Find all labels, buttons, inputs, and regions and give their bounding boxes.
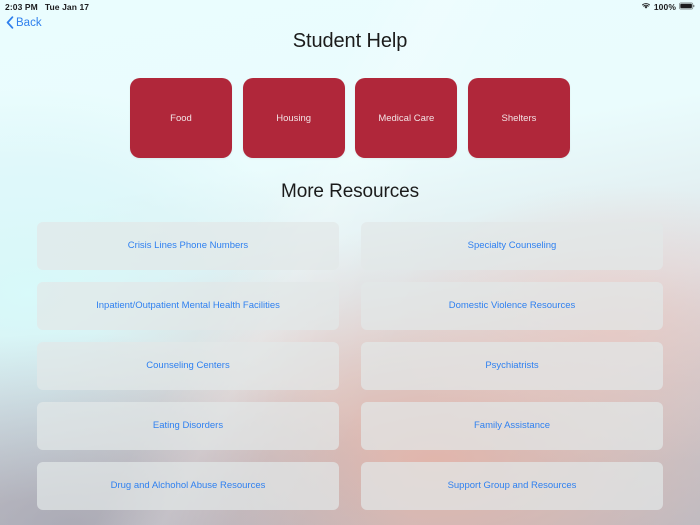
resource-card-label: Crisis Lines Phone Numbers xyxy=(127,240,249,252)
category-card-label: Housing xyxy=(276,112,312,124)
resource-card-specialty-counseling[interactable]: Specialty Counseling xyxy=(361,222,663,270)
category-card-housing[interactable]: Housing xyxy=(242,78,345,158)
category-card-food[interactable]: Food xyxy=(130,78,232,158)
category-card-medical-care[interactable]: Medical Care xyxy=(355,78,458,158)
status-bar: 2:03 PM Tue Jan 17 100% xyxy=(0,0,700,14)
section-title-more-resources: More Resources xyxy=(281,181,419,202)
wifi-icon xyxy=(641,2,651,12)
resource-card-label: Support Group and Resources xyxy=(447,480,577,492)
resource-card-label: Eating Disorders xyxy=(152,420,224,432)
battery-full-icon xyxy=(679,2,695,12)
resource-card-family-assistance[interactable]: Family Assistance xyxy=(361,402,663,450)
category-card-label: Medical Care xyxy=(378,112,435,124)
category-card-row: Food Housing Medical Care Shelters xyxy=(130,78,570,158)
battery-percent-label: 100% xyxy=(653,2,676,12)
resource-card-label: Family Assistance xyxy=(473,420,551,432)
resource-card-support-group-and-resources[interactable]: Support Group and Resources xyxy=(361,462,663,510)
resource-card-eating-disorders[interactable]: Eating Disorders xyxy=(37,402,339,450)
status-bar-right: 100% xyxy=(641,2,695,12)
resource-card-drug-and-alcohol-abuse-resources[interactable]: Drug and Alchohol Abuse Resources xyxy=(37,462,339,510)
resource-card-label: Domestic Violence Resources xyxy=(448,300,576,312)
resource-card-counseling-centers[interactable]: Counseling Centers xyxy=(37,342,339,390)
back-button[interactable]: Back xyxy=(6,16,42,33)
category-card-shelters[interactable]: Shelters xyxy=(467,78,570,158)
status-time: 2:03 PM xyxy=(5,2,38,12)
resource-card-inpatient-outpatient-mental-health-facilities[interactable]: Inpatient/Outpatient Mental Health Facil… xyxy=(37,282,339,330)
status-bar-left: 2:03 PM Tue Jan 17 xyxy=(5,2,89,12)
chevron-left-icon xyxy=(6,16,14,33)
resource-grid: Crisis Lines Phone Numbers Specialty Cou… xyxy=(37,222,663,510)
resource-card-crisis-lines-phone-numbers[interactable]: Crisis Lines Phone Numbers xyxy=(37,222,339,270)
status-date: Tue Jan 17 xyxy=(44,2,90,12)
page-title: Student Help xyxy=(292,30,408,52)
category-card-label: Food xyxy=(170,112,192,124)
resource-card-psychiatrists[interactable]: Psychiatrists xyxy=(361,342,663,390)
resource-card-domestic-violence-resources[interactable]: Domestic Violence Resources xyxy=(361,282,663,330)
navigation-bar: Back xyxy=(0,14,700,34)
resource-card-label: Drug and Alchohol Abuse Resources xyxy=(110,480,266,492)
resource-card-label: Psychiatrists xyxy=(485,360,539,372)
category-card-label: Shelters xyxy=(501,112,537,124)
resource-card-label: Inpatient/Outpatient Mental Health Facil… xyxy=(96,300,280,312)
resource-card-label: Specialty Counseling xyxy=(467,240,557,252)
back-button-label: Back xyxy=(16,17,42,30)
resource-card-label: Counseling Centers xyxy=(146,360,230,372)
